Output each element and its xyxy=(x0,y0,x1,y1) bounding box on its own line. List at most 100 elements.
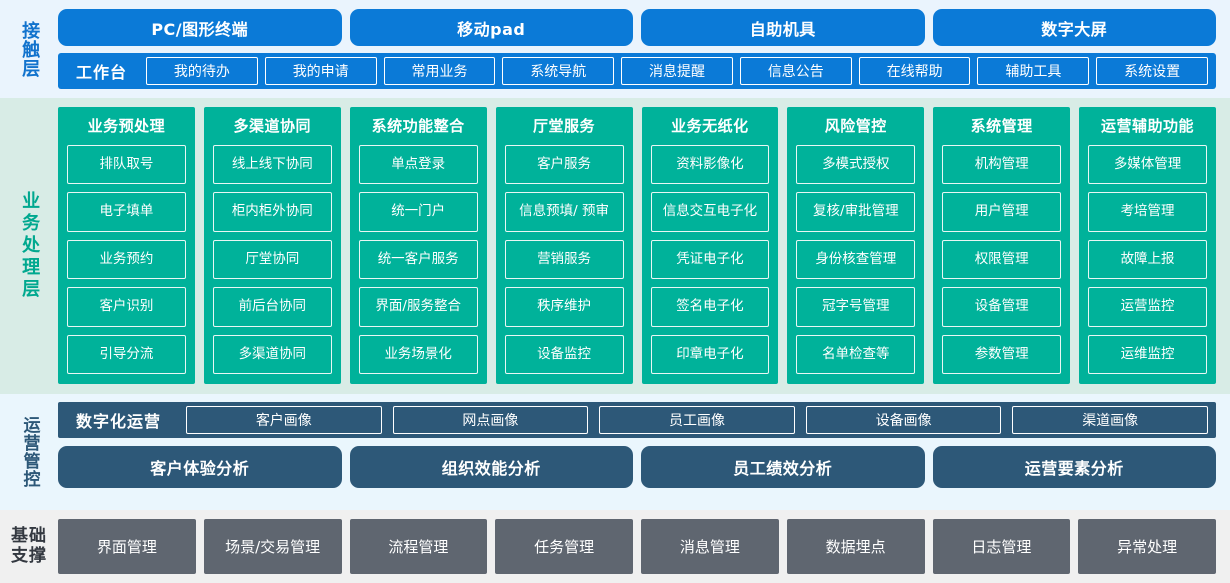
analysis-row: 客户体验分析 组织效能分析 员工绩效分析 运营要素分析 xyxy=(58,446,1216,488)
biz-item-voucher-digital[interactable]: 凭证电子化 xyxy=(650,239,770,280)
analysis-employee-performance[interactable]: 员工绩效分析 xyxy=(641,446,925,488)
business-column-paperless: 业务无纸化 资料影像化 信息交互电子化 凭证电子化 签名电子化 印章电子化 xyxy=(641,107,779,384)
biz-item-permission-management[interactable]: 权限管理 xyxy=(942,239,1062,280)
layer-operations-body: 数字化运营 客户画像 网点画像 员工画像 设备画像 渠道画像 客户体验分析 组织… xyxy=(58,394,1230,510)
layer-operations-label: 运营管控 xyxy=(19,416,40,488)
portrait-customer[interactable]: 客户画像 xyxy=(186,406,382,434)
column-title: 运营辅助功能 xyxy=(1101,117,1195,135)
workbench-item-system-settings[interactable]: 系统设置 xyxy=(1096,57,1209,86)
portrait-employee[interactable]: 员工画像 xyxy=(599,406,795,434)
biz-item-appointment[interactable]: 业务预约 xyxy=(67,239,186,280)
portrait-branch[interactable]: 网点画像 xyxy=(392,406,589,434)
analysis-org-efficiency[interactable]: 组织效能分析 xyxy=(349,446,633,488)
layer-business: 业务处理层 业务预处理 排队取号 电子填单 业务预约 客户识别 引导分流 多渠道… xyxy=(0,98,1230,394)
biz-item-online-offline-collab[interactable]: 线上线下协同 xyxy=(212,145,332,185)
portrait-device[interactable]: 设备画像 xyxy=(805,406,1002,434)
base-item-scenario-transaction-management[interactable]: 场景/交易管理 xyxy=(203,519,342,574)
biz-item-multimode-authorization[interactable]: 多模式授权 xyxy=(796,145,916,185)
workbench-item-system-navigation[interactable]: 系统导航 xyxy=(502,57,615,86)
biz-item-multichannel-collab[interactable]: 多渠道协同 xyxy=(212,334,332,375)
workbench-item-announcement[interactable]: 信息公告 xyxy=(739,57,852,86)
workbench-item-message-alert[interactable]: 消息提醒 xyxy=(621,57,733,86)
workbench-item-online-help[interactable]: 在线帮助 xyxy=(858,57,971,86)
column-title: 业务预处理 xyxy=(87,117,166,135)
column-title: 系统管理 xyxy=(970,117,1033,135)
biz-item-info-exchange-digital[interactable]: 信息交互电子化 xyxy=(650,192,770,232)
portrait-channel[interactable]: 渠道画像 xyxy=(1012,406,1208,434)
biz-item-customer-recognition[interactable]: 客户识别 xyxy=(67,287,186,327)
workbench-item-aux-tools[interactable]: 辅助工具 xyxy=(977,57,1090,86)
analysis-operation-factor[interactable]: 运营要素分析 xyxy=(932,446,1216,488)
workbench-item-common-business[interactable]: 常用业务 xyxy=(383,57,496,86)
column-items: 多模式授权 复核/审批管理 身份核查管理 冠字号管理 名单检查等 xyxy=(796,145,916,375)
biz-item-business-scenario[interactable]: 业务场景化 xyxy=(358,334,478,375)
biz-item-org-management[interactable]: 机构管理 xyxy=(942,145,1062,185)
layer-business-body: 业务预处理 排队取号 电子填单 业务预约 客户识别 引导分流 多渠道协同 线上线… xyxy=(58,98,1230,394)
column-items: 线上线下协同 柜内柜外协同 厅堂协同 前后台协同 多渠道协同 xyxy=(212,145,332,375)
biz-item-prefill-prereview[interactable]: 信息预填/ 预审 xyxy=(504,192,624,232)
biz-item-fault-report[interactable]: 故障上报 xyxy=(1088,239,1207,280)
column-title: 业务无纸化 xyxy=(671,117,749,135)
business-column-system-management: 系统管理 机构管理 用户管理 权限管理 设备管理 参数管理 xyxy=(933,107,1071,384)
column-items: 排队取号 电子填单 业务预约 客户识别 引导分流 xyxy=(67,145,186,375)
layer-base-support-body: 界面管理 场景/交易管理 流程管理 任务管理 消息管理 数据埋点 日志管理 异常… xyxy=(58,510,1230,583)
base-item-data-tracking[interactable]: 数据埋点 xyxy=(786,519,925,574)
biz-item-order-maintenance[interactable]: 秩序维护 xyxy=(504,287,624,327)
channel-card-mobile-pad[interactable]: 移动pad xyxy=(349,9,633,47)
channel-card-self-service[interactable]: 自助机具 xyxy=(641,9,925,47)
biz-item-signature-digital[interactable]: 签名电子化 xyxy=(650,287,770,327)
business-column-preprocessing: 业务预处理 排队取号 电子填单 业务预约 客户识别 引导分流 xyxy=(58,107,195,384)
biz-item-ui-service-integration[interactable]: 界面/服务整合 xyxy=(358,287,478,327)
biz-item-maintenance-monitoring[interactable]: 运维监控 xyxy=(1088,334,1207,375)
layer-operations: 运营管控 数字化运营 客户画像 网点画像 员工画像 设备画像 渠道画像 客户体验… xyxy=(0,394,1230,510)
biz-item-training-management[interactable]: 考培管理 xyxy=(1088,192,1207,232)
biz-item-front-back-collab[interactable]: 前后台协同 xyxy=(212,287,332,327)
base-item-ui-management[interactable]: 界面管理 xyxy=(58,519,196,574)
biz-item-e-form[interactable]: 电子填单 xyxy=(67,192,186,232)
biz-item-operation-monitoring[interactable]: 运营监控 xyxy=(1088,287,1207,327)
workbench-item-my-todo[interactable]: 我的待办 xyxy=(146,57,258,86)
analysis-customer-experience[interactable]: 客户体验分析 xyxy=(58,446,342,488)
base-item-log-management[interactable]: 日志管理 xyxy=(932,519,1071,574)
business-column-risk-control: 风险管控 多模式授权 复核/审批管理 身份核查管理 冠字号管理 名单检查等 xyxy=(787,107,925,384)
biz-item-marketing-service[interactable]: 营销服务 xyxy=(504,239,624,280)
layer-contact: 接触层 PC/图形终端 移动pad 自助机具 数字大屏 工作台 我的待办 我的申… xyxy=(0,0,1230,98)
biz-item-serial-number-mgmt[interactable]: 冠字号管理 xyxy=(796,287,916,327)
channel-card-digital-screen[interactable]: 数字大屏 xyxy=(932,9,1216,47)
biz-item-unified-customer-service[interactable]: 统一客户服务 xyxy=(358,239,478,280)
base-item-message-management[interactable]: 消息管理 xyxy=(641,519,779,574)
biz-item-multimedia-management[interactable]: 多媒体管理 xyxy=(1088,145,1207,185)
biz-item-identity-verification[interactable]: 身份核查管理 xyxy=(796,239,916,280)
column-items: 多媒体管理 考培管理 故障上报 运营监控 运维监控 xyxy=(1088,145,1207,375)
base-item-exception-handling[interactable]: 异常处理 xyxy=(1078,519,1216,574)
column-items: 机构管理 用户管理 权限管理 设备管理 参数管理 xyxy=(942,145,1062,375)
column-items: 单点登录 统一门户 统一客户服务 界面/服务整合 业务场景化 xyxy=(358,145,478,375)
biz-item-user-management[interactable]: 用户管理 xyxy=(942,192,1062,232)
biz-item-device-monitoring[interactable]: 设备监控 xyxy=(504,334,624,375)
column-items: 客户服务 信息预填/ 预审 营销服务 秩序维护 设备监控 xyxy=(504,145,624,375)
biz-item-parameter-management[interactable]: 参数管理 xyxy=(942,334,1062,375)
biz-item-guide-diversion[interactable]: 引导分流 xyxy=(67,334,186,375)
column-title: 系统功能整合 xyxy=(371,117,465,135)
biz-item-review-approval[interactable]: 复核/审批管理 xyxy=(796,192,916,232)
base-item-process-management[interactable]: 流程管理 xyxy=(349,519,488,574)
biz-item-seal-digital[interactable]: 印章电子化 xyxy=(650,334,770,375)
column-items: 资料影像化 信息交互电子化 凭证电子化 签名电子化 印章电子化 xyxy=(650,145,770,375)
biz-item-unified-portal[interactable]: 统一门户 xyxy=(358,192,478,232)
digital-operation-title: 数字化运营 xyxy=(76,412,162,431)
biz-item-single-sign-on[interactable]: 单点登录 xyxy=(358,145,478,185)
biz-item-list-check[interactable]: 名单检查等 xyxy=(796,334,916,375)
biz-item-customer-service[interactable]: 客户服务 xyxy=(504,145,624,185)
biz-item-device-management[interactable]: 设备管理 xyxy=(942,287,1062,327)
base-item-task-management[interactable]: 任务管理 xyxy=(495,519,633,574)
biz-item-document-imaging[interactable]: 资料影像化 xyxy=(650,145,770,185)
biz-item-queue-ticket[interactable]: 排队取号 xyxy=(67,145,186,185)
layer-base-support: 基础 支撑 界面管理 场景/交易管理 流程管理 任务管理 消息管理 数据埋点 日… xyxy=(0,510,1230,583)
biz-item-counter-collab[interactable]: 柜内柜外协同 xyxy=(212,192,332,232)
workbench-item-my-application[interactable]: 我的申请 xyxy=(264,57,377,86)
biz-item-lobby-collab[interactable]: 厅堂协同 xyxy=(212,239,332,280)
column-title: 多渠道协同 xyxy=(233,117,312,135)
channel-card-pc[interactable]: PC/图形终端 xyxy=(58,9,342,47)
workbench-title: 工作台 xyxy=(76,63,128,83)
